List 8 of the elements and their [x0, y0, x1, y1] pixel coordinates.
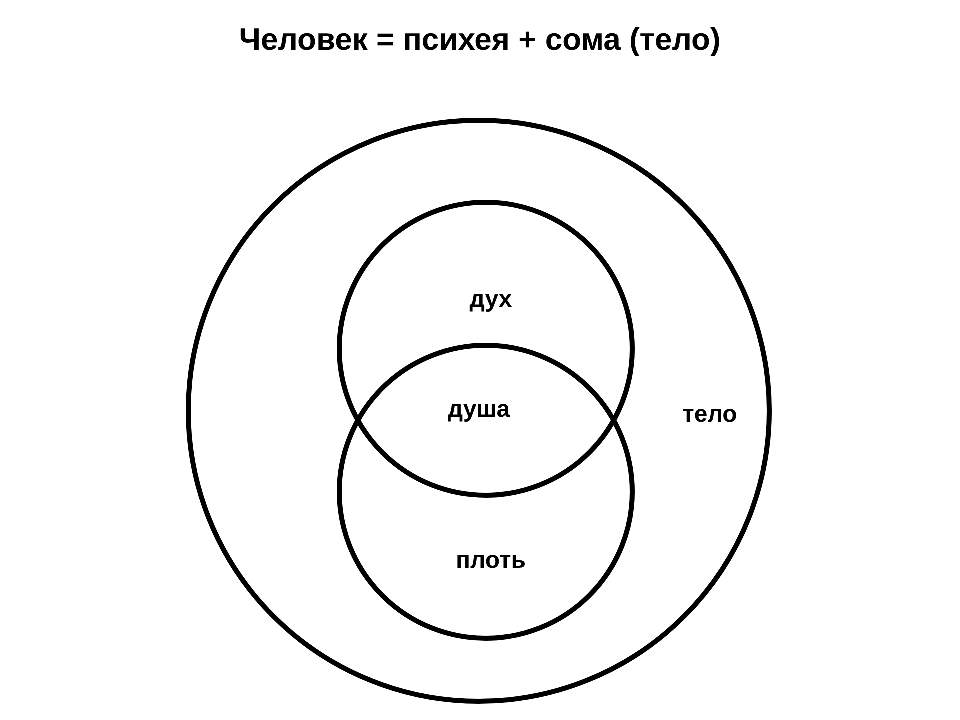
- circle-label: плоть: [456, 547, 526, 575]
- circle: [186, 118, 772, 704]
- circle-label: тело: [682, 401, 738, 429]
- overlap-label: душа: [448, 396, 510, 424]
- circle: [337, 200, 635, 498]
- circle-label: дух: [470, 286, 512, 314]
- circle: [337, 343, 635, 641]
- diagram-title: Человек = психея + сома (тело): [238, 22, 722, 58]
